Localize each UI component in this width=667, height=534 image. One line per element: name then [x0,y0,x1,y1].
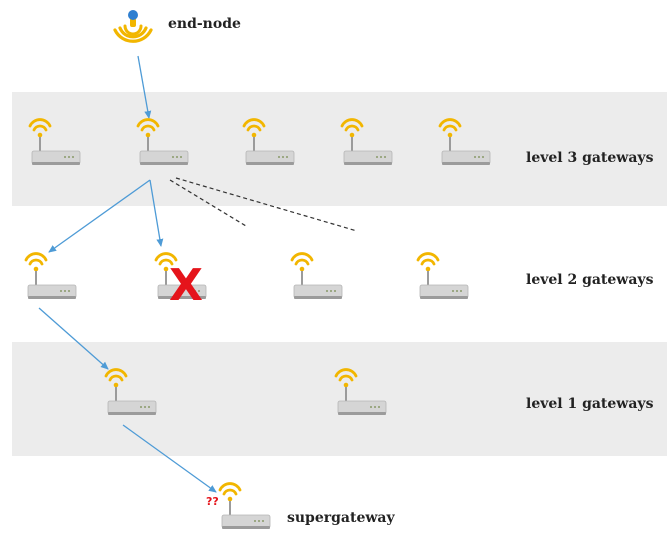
wireless-router-icon [24,252,77,299]
wireless-router-icon [242,118,295,165]
level1-gateway-2 [334,368,388,420]
level2-gateway-3 [290,252,344,304]
wireless-router-icon [136,118,189,165]
level-3-label: level 3 gateways [526,150,654,166]
wireless-router-icon [154,252,207,299]
level-1-band [12,342,667,456]
wireless-router-icon [340,118,393,165]
wireless-router-icon [104,368,157,415]
level2-gateway-4 [416,252,470,304]
wireless-router-icon [218,482,271,529]
level2-gateway-1 [24,252,78,304]
level3-gateway-3 [242,118,296,170]
wireless-router-icon [416,252,469,299]
level-2-label: level 2 gateways [526,272,654,288]
wireless-sensor-icon [113,10,153,43]
level-1-label: level 1 gateways [526,396,654,412]
failed-x-mark: X [169,260,203,311]
level-3-band [12,92,667,206]
level3-gateway-2 [136,118,190,170]
wireless-router-icon [334,368,387,415]
level3-gateway-1 [28,118,82,170]
level3-gateway-4 [340,118,394,170]
wireless-router-icon [438,118,491,165]
end-node [106,6,158,54]
wireless-router-icon [290,252,343,299]
level2-gateway-2-failed [154,252,208,304]
unknown-question-mark: ?? [206,495,219,508]
wireless-router-icon [28,118,81,165]
level3-gateway-5 [438,118,492,170]
end-node-label: end-node [168,16,241,32]
level1-gateway-1 [104,368,158,420]
supergateway [218,482,272,534]
supergateway-label: supergateway [287,510,395,526]
